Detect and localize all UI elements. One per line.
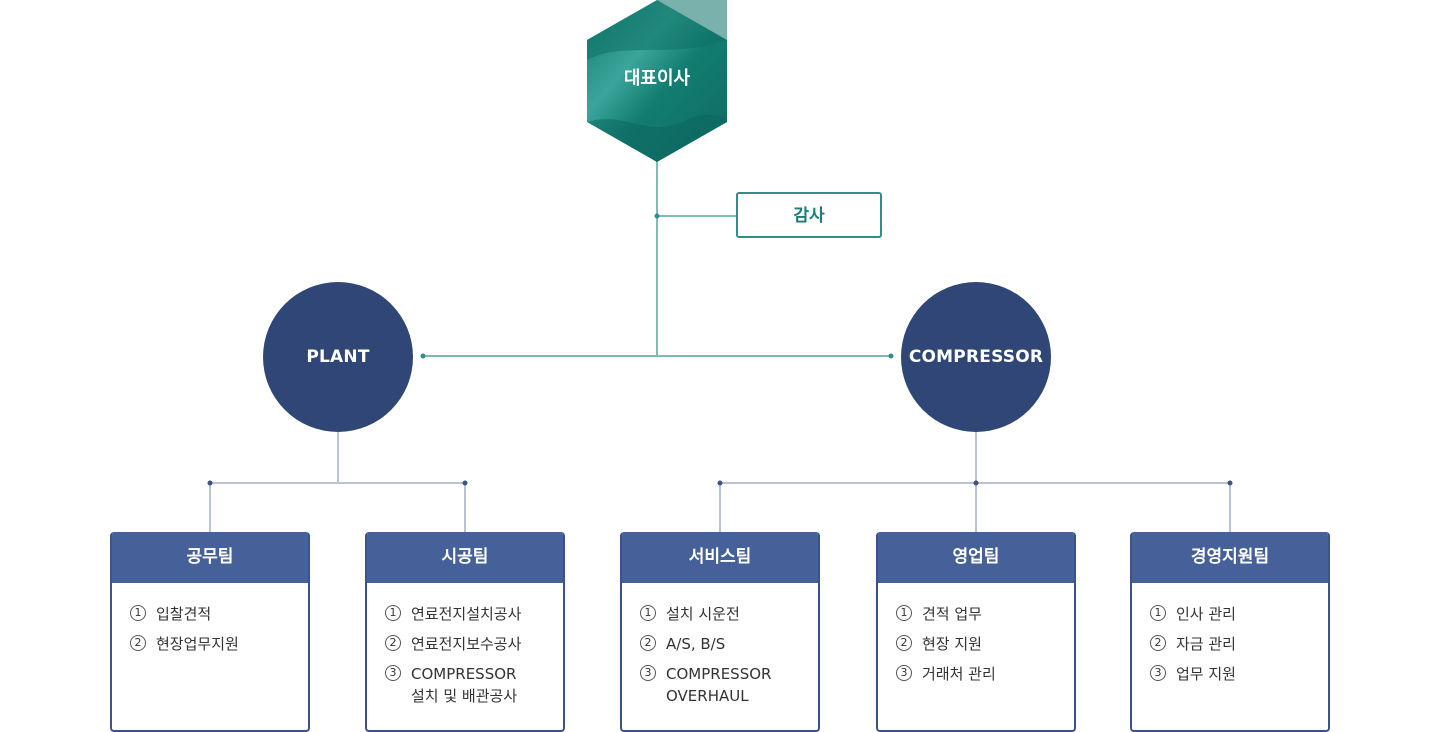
ceo-label: 대표이사 — [623, 68, 691, 89]
team-title: 공무팀 — [112, 532, 308, 583]
ceo-hexagon — [587, 0, 727, 162]
duty-number: 1 — [896, 605, 912, 621]
team-card: 영업팀 1 견적 업무 2 현장 지원 3 거래처 관리 — [876, 532, 1076, 732]
duty-item: 1 설치 시운전 — [640, 603, 818, 625]
duty-text: 거래처 관리 — [922, 665, 996, 683]
audit-junction-dot — [654, 213, 660, 219]
team-card: 공무팀 1 입찰견적 2 현장업무지원 — [110, 532, 310, 732]
duty-item: 2 현장 지원 — [896, 633, 1074, 655]
duty-number: 1 — [1150, 605, 1166, 621]
duty-number: 3 — [896, 665, 912, 681]
division-plant: PLANT — [263, 282, 413, 432]
duty-number: 2 — [130, 635, 146, 651]
duty-item: 1 입찰견적 — [130, 603, 308, 625]
team-duty-list: 1 연료전지설치공사 2 연료전지보수공사 3 COMPRESSOR 설치 및 배관공사 — [367, 583, 563, 707]
team-title: 경영지원팀 — [1132, 532, 1328, 583]
team-card: 시공팀 1 연료전지설치공사 2 연료전지보수공사 3 COMPRESSOR 설치 및 배관… — [365, 532, 565, 732]
duty-item: 1 인사 관리 — [1150, 603, 1328, 625]
team4-dot — [973, 480, 979, 486]
duty-text: 인사 관리 — [1176, 605, 1236, 623]
duty-text: A/S, B/S — [666, 635, 726, 653]
duty-item: 1 연료전지설치공사 — [385, 603, 563, 625]
duty-number: 3 — [640, 665, 656, 681]
duty-item: 3 COMPRESSOR 설치 및 배관공사 — [385, 663, 563, 707]
duty-text: 현장업무지원 — [156, 635, 239, 653]
duty-number: 3 — [1150, 665, 1166, 681]
duty-item: 3 거래처 관리 — [896, 663, 1074, 685]
team-duty-list: 1 입찰견적 2 현장업무지원 — [112, 583, 308, 655]
team-duty-list: 1 견적 업무 2 현장 지원 3 거래처 관리 — [878, 583, 1074, 685]
duty-number: 3 — [385, 665, 401, 681]
duty-text: 업무 지원 — [1176, 665, 1236, 683]
duty-text: 설치 시운전 — [666, 605, 740, 623]
duty-number: 1 — [640, 605, 656, 621]
team1-dot — [207, 480, 213, 486]
duty-text: 견적 업무 — [922, 605, 982, 623]
duty-number: 1 — [130, 605, 146, 621]
audit-box: 감사 — [736, 192, 882, 238]
duty-item: 3 업무 지원 — [1150, 663, 1328, 685]
duty-text: COMPRESSOR 설치 및 배관공사 — [411, 665, 518, 705]
duty-text: 입찰견적 — [156, 605, 212, 623]
duty-text: 현장 지원 — [922, 635, 982, 653]
team-card: 경영지원팀 1 인사 관리 2 자금 관리 3 업무 지원 — [1130, 532, 1330, 732]
duty-number: 2 — [385, 635, 401, 651]
team-title: 영업팀 — [878, 532, 1074, 583]
duty-number: 1 — [385, 605, 401, 621]
team-title: 시공팀 — [367, 532, 563, 583]
duty-text: 연료전지보수공사 — [411, 635, 522, 653]
duty-number: 2 — [640, 635, 656, 651]
duty-number: 2 — [1150, 635, 1166, 651]
team-title: 서비스팀 — [622, 532, 818, 583]
team-card: 서비스팀 1 설치 시운전 2 A/S, B/S 3 COMPRESSOR OVERHAUL — [620, 532, 820, 732]
duty-item: 2 자금 관리 — [1150, 633, 1328, 655]
duty-text: 자금 관리 — [1176, 635, 1236, 653]
team5-dot — [1227, 480, 1233, 486]
duty-number: 2 — [896, 635, 912, 651]
team3-dot — [717, 480, 723, 486]
duty-item: 2 A/S, B/S — [640, 633, 818, 655]
division-compressor: COMPRESSOR — [901, 282, 1051, 432]
duty-text: 연료전지설치공사 — [411, 605, 522, 623]
duty-item: 2 연료전지보수공사 — [385, 633, 563, 655]
duty-item: 2 현장업무지원 — [130, 633, 308, 655]
plant-junction-dot — [420, 353, 426, 359]
team-duty-list: 1 인사 관리 2 자금 관리 3 업무 지원 — [1132, 583, 1328, 685]
compressor-junction-dot — [888, 353, 894, 359]
duty-item: 1 견적 업무 — [896, 603, 1074, 625]
duty-text: COMPRESSOR OVERHAUL — [666, 665, 772, 705]
duty-item: 3 COMPRESSOR OVERHAUL — [640, 663, 818, 707]
team-duty-list: 1 설치 시운전 2 A/S, B/S 3 COMPRESSOR OVERHAUL — [622, 583, 818, 707]
team2-dot — [462, 480, 468, 486]
